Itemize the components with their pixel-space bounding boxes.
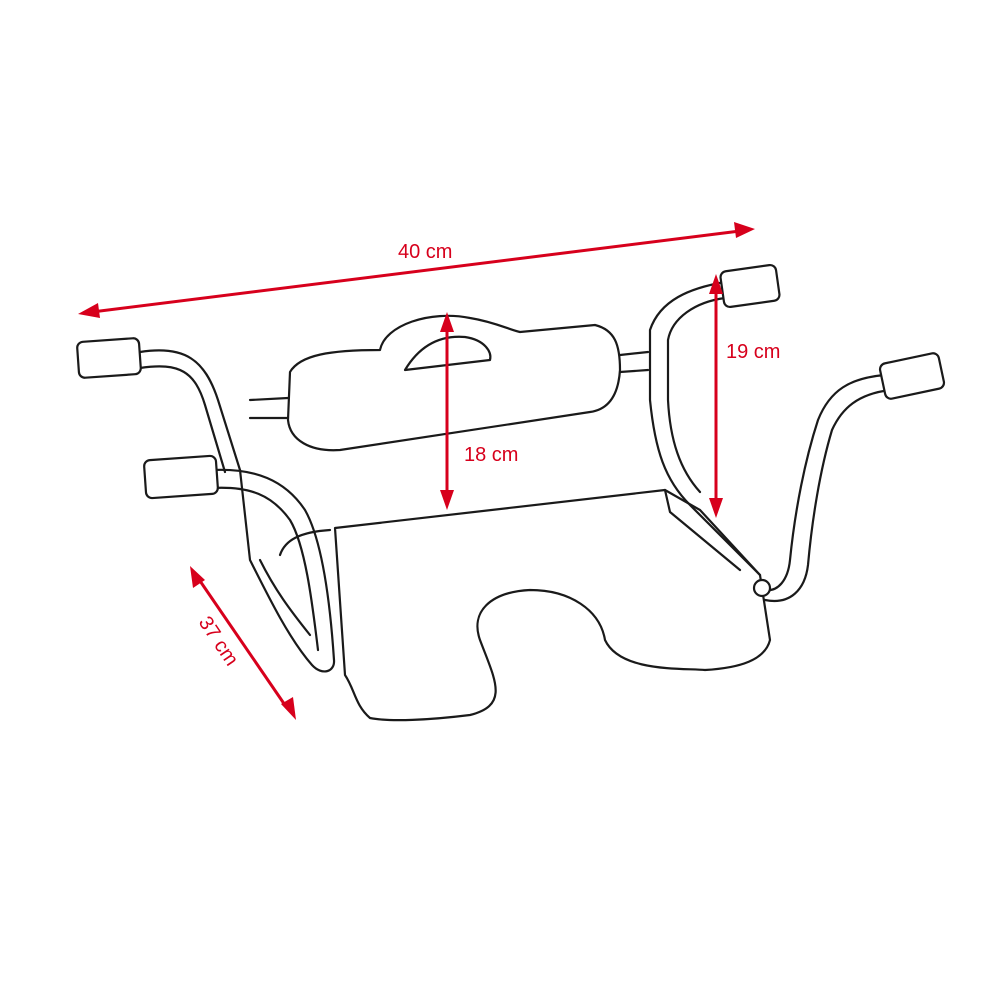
bath-seat-drawing <box>76 263 946 722</box>
dimension-backrest-height: 18 cm <box>440 312 518 510</box>
handle-height-label: 19 cm <box>726 341 780 363</box>
width-label: 40 cm <box>398 241 452 263</box>
depth-label: 37 cm <box>194 612 243 669</box>
dimension-handle-height: 19 cm <box>709 274 780 518</box>
dimension-width: 40 cm <box>78 222 755 318</box>
backrest-height-label: 18 cm <box>464 444 518 466</box>
dimension-depth: 37 cm <box>190 566 296 720</box>
